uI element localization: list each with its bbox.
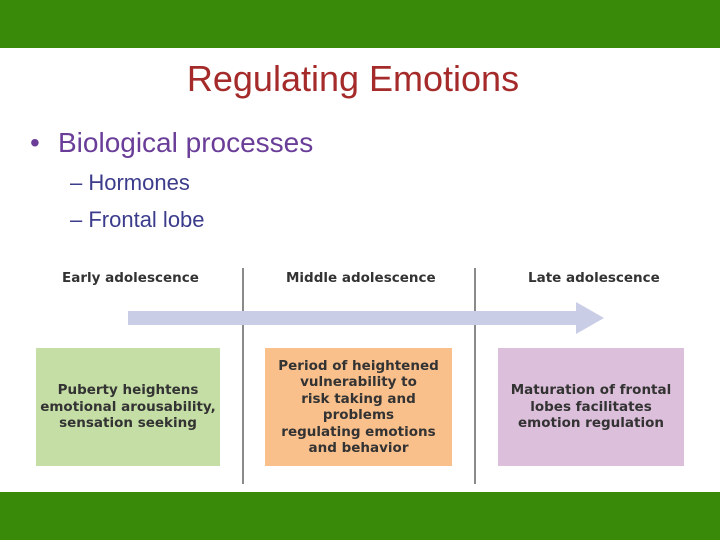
bullet-text: Biological processes <box>58 127 314 158</box>
sub-item-hormones: – Hormones <box>70 170 190 195</box>
top-bar <box>0 0 720 48</box>
bullet-item: • Biological processes <box>30 124 313 162</box>
timeline-arrow-head <box>576 302 604 334</box>
divider-line-2 <box>474 268 476 484</box>
bullet-marker: • <box>30 127 40 158</box>
stage-label-middle: Middle adolescence <box>286 270 436 286</box>
box-middle-text: Period of heightened vulnerability to ri… <box>278 357 439 457</box>
bottom-bar <box>0 492 720 540</box>
slide-title: Regulating Emotions <box>186 58 520 99</box>
box-early-text: Puberty heightens emotional arousability… <box>40 382 216 432</box>
stage-label-late: Late adolescence <box>528 270 660 286</box>
stage-label-early: Early adolescence <box>62 270 199 286</box>
box-late-text: Maturation of frontal lobes facilitates … <box>510 382 672 432</box>
box-early: Puberty heightens emotional arousability… <box>36 348 220 466</box>
box-middle: Period of heightened vulnerability to ri… <box>265 348 452 466</box>
box-late: Maturation of frontal lobes facilitates … <box>498 348 684 466</box>
timeline-arrow-shaft <box>128 311 576 325</box>
sub-item-frontal-lobe: – Frontal lobe <box>70 207 205 232</box>
divider-line-1 <box>242 268 244 484</box>
adolescence-figure: Early adolescence Middle adolescence Lat… <box>30 262 690 486</box>
